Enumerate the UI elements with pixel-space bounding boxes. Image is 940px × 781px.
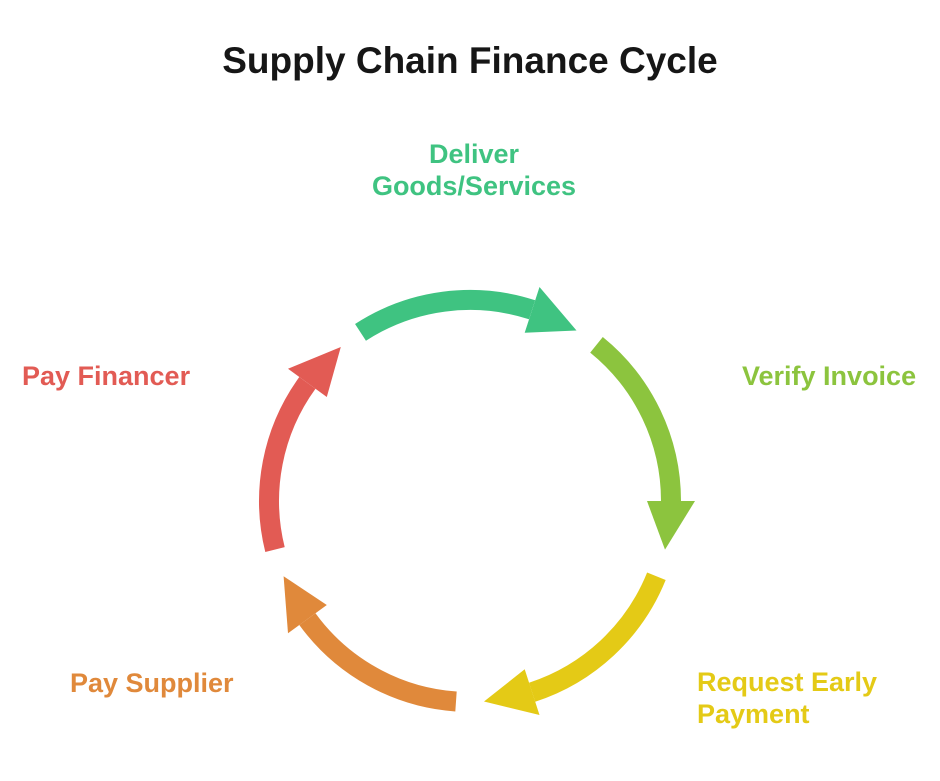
cycle-arc-request-early-payment	[528, 572, 666, 702]
step-label-pay-financer: Pay Financer	[22, 361, 191, 391]
step-label-verify-invoice: Verify Invoice	[742, 361, 917, 391]
cycle-arc-verify-invoice	[590, 337, 681, 502]
cycle-arc-pay-financer	[259, 377, 316, 553]
arrowhead-icon-verify-invoice	[647, 501, 695, 550]
cycle-arc-pay-supplier	[299, 613, 457, 712]
page-title: Supply Chain Finance Cycle	[222, 40, 718, 81]
cycle-arc-deliver-goods-services	[355, 290, 536, 341]
step-label-pay-supplier: Pay Supplier	[70, 668, 234, 698]
arrowhead-icon-request-early-payment	[484, 669, 540, 715]
arrowhead-icon-deliver-goods-services	[524, 287, 577, 333]
step-label-deliver-goods-services: Deliver Goods/Services	[371, 139, 577, 202]
arrowhead-icon-pay-supplier	[283, 576, 327, 634]
arrowhead-icon-pay-financer	[288, 347, 341, 397]
step-label-request-early-payment: Request Early Payment	[697, 667, 878, 730]
